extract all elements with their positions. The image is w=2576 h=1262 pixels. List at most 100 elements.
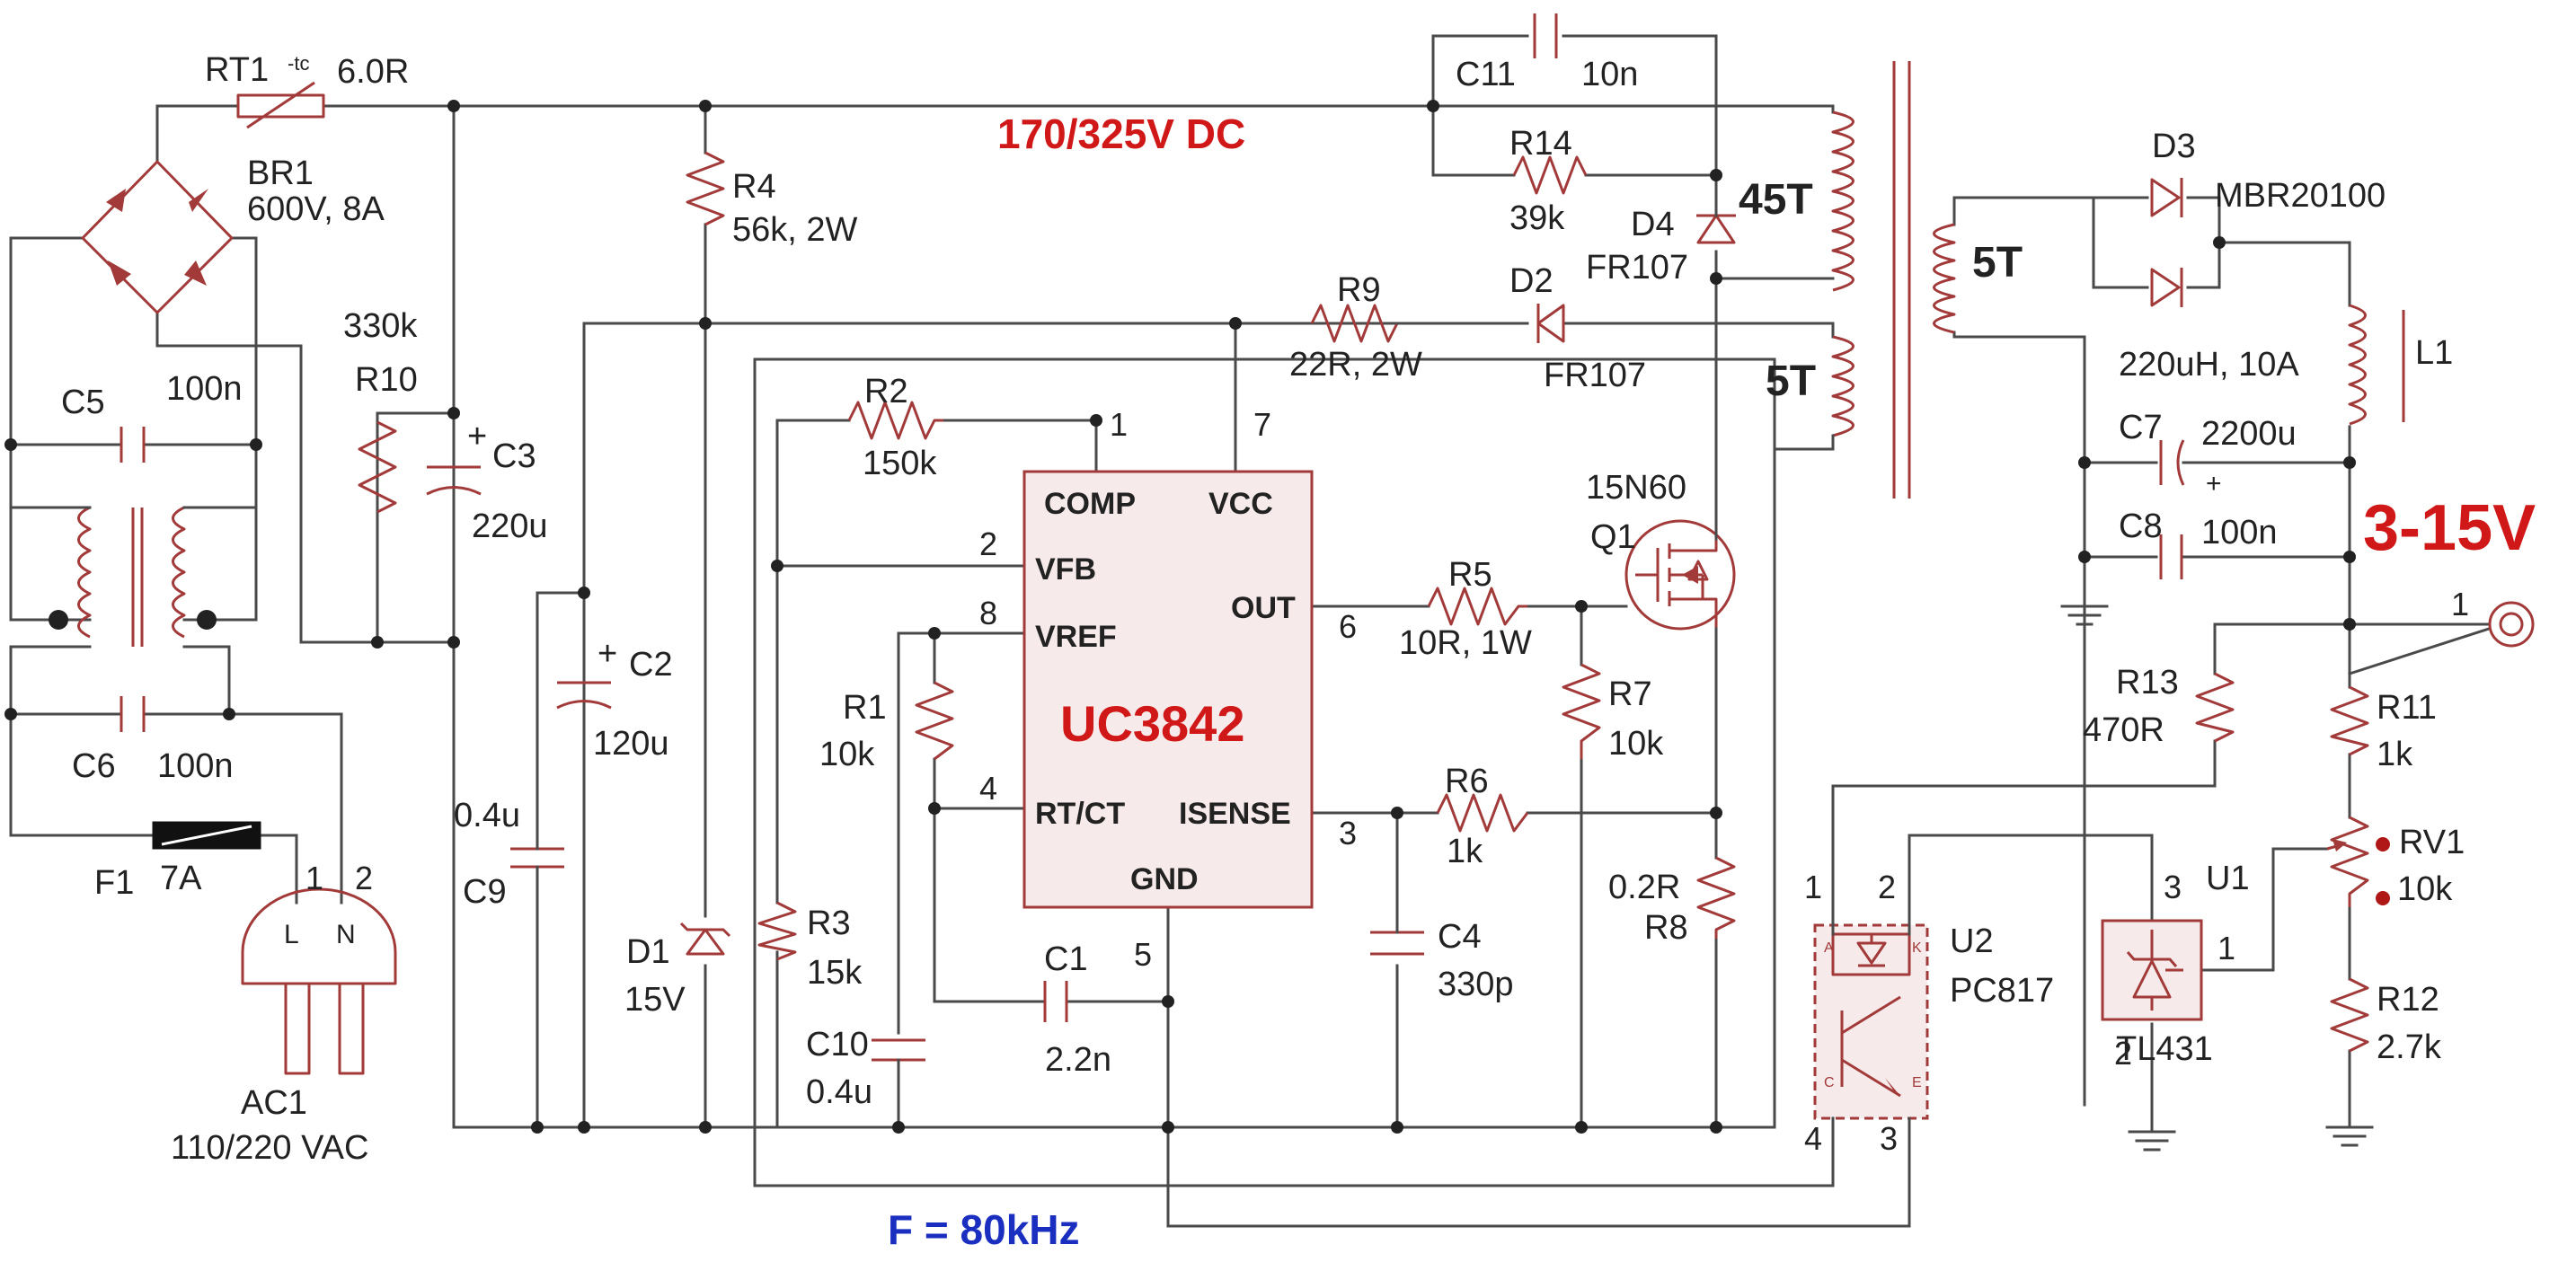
optocoupler-u2: A K C E 1 2 3 4 U2 PC817 [1804, 869, 2054, 1157]
u2-pin1: 1 [1804, 869, 1822, 905]
capacitor-c6: C6 100n [72, 696, 234, 785]
ic-pin-out: OUT [1231, 591, 1296, 625]
c8-value: 100n [2201, 514, 2278, 552]
c11-value: 10n [1581, 56, 1638, 93]
thermistor-rt1: RT1 -tc 6.0R [205, 51, 409, 129]
d2-ref: D2 [1509, 262, 1554, 300]
capacitor-c3: + C3 220u [426, 418, 548, 545]
resistor-r3: R3 15k [757, 901, 863, 992]
c2-value: 120u [593, 725, 669, 763]
br1-ref: BR1 [247, 154, 314, 192]
c5-ref: C5 [61, 384, 105, 421]
capacitor-c1: C1 2.2n [1043, 940, 1111, 1079]
ic-pinnum-vfb: 2 [979, 525, 997, 562]
output-terminal-j1: 1 [2451, 586, 2535, 648]
u2-k-mark: K [1912, 940, 1922, 956]
ground-symbol-u1 [2128, 1130, 2176, 1152]
l1-ref: L1 [2415, 334, 2453, 372]
resistor-r11: R11 1k [2330, 685, 2437, 773]
ic-pinnum-out: 6 [1339, 608, 1357, 645]
c7-value: 2200u [2201, 415, 2297, 453]
c1-value: 2.2n [1045, 1041, 1111, 1079]
ic-uc3842: COMP VCC VFB VREF OUT RT/CT ISENSE GND U… [979, 406, 1357, 973]
r13-value: 470R [2083, 711, 2164, 749]
rv1-ref: RV1 [2399, 824, 2465, 861]
d1-ref: D1 [626, 933, 670, 971]
r14-ref: R14 [1509, 125, 1572, 163]
j1-pin: 1 [2451, 586, 2469, 622]
c7-ref: C7 [2119, 409, 2163, 446]
ac1-pin1: 1 [305, 860, 323, 896]
r3-value: 15k [807, 954, 863, 992]
c4-ref: C4 [1438, 918, 1482, 956]
u2-value: PC817 [1950, 972, 2054, 1010]
t1-secondary-turns: 5T [1972, 239, 2023, 287]
inductor-l1: L1 220uH, 10A [2119, 304, 2453, 426]
c8-ref: C8 [2119, 507, 2163, 545]
resistor-r6: R6 1k [1436, 763, 1529, 870]
u2-pin3: 3 [1880, 1120, 1898, 1157]
r4-value: 56k, 2W [732, 211, 858, 249]
r10-value: 330k [343, 307, 418, 345]
capacitor-c8: C8 100n [2119, 507, 2278, 579]
wires [9, 34, 2491, 1228]
r8-value: 0.2R [1608, 869, 1680, 906]
ac1-ref: AC1 [241, 1084, 307, 1122]
r6-ref: R6 [1445, 763, 1489, 800]
resistor-r14: R14 39k [1509, 125, 1588, 237]
f1-ref: F1 [94, 864, 134, 902]
c5-value: 100n [166, 370, 243, 408]
potentiometer-rv1: RV1 10k [2326, 816, 2465, 908]
u1-pin1: 1 [2217, 930, 2235, 966]
bridge-rectifier-br1: BR1 600V, 8A [81, 154, 385, 314]
frequency-label: F = 80kHz [888, 1206, 1080, 1253]
br1-value: 600V, 8A [247, 190, 385, 228]
r5-value: 10R, 1W [1399, 624, 1532, 662]
d4-ref: D4 [1631, 206, 1675, 243]
ic-pinnum-vcc: 7 [1253, 406, 1271, 443]
ground-symbol-secondary [2060, 591, 2109, 626]
r7-ref: R7 [1608, 675, 1652, 713]
capacitor-c10: C10 0.4u [806, 1026, 925, 1111]
ic-pinnum-isense: 3 [1339, 815, 1357, 852]
f1-value: 7A [160, 860, 202, 897]
d4-value: FR107 [1586, 249, 1688, 287]
r6-value: 1k [1447, 833, 1483, 870]
capacitor-c2: + C2 120u [556, 635, 673, 763]
ac1-pin2: 2 [355, 860, 373, 896]
r2-value: 150k [863, 445, 937, 482]
d2-value: FR107 [1544, 357, 1646, 394]
ic-pinnum-comp: 1 [1110, 406, 1128, 443]
rt1-value: 6.0R [337, 53, 409, 91]
c4-value: 330p [1438, 966, 1514, 1003]
u2-a-mark: A [1824, 940, 1834, 956]
resistor-r4: R4 56k, 2W [686, 151, 858, 249]
c3-value: 220u [472, 507, 548, 545]
l1-value: 220uH, 10A [2119, 346, 2299, 384]
resistor-r2: R2 150k [847, 373, 943, 482]
resistor-r1: R1 10k [819, 681, 954, 773]
r12-value: 2.7k [2377, 1028, 2442, 1066]
u2-e-mark: E [1912, 1075, 1922, 1090]
c1-ref: C1 [1044, 940, 1088, 978]
u1-pin3: 3 [2164, 869, 2182, 905]
resistor-r7: R7 10k [1562, 663, 1664, 763]
c7-plus: + [2206, 469, 2222, 499]
r9-ref: R9 [1337, 271, 1381, 309]
zener-diode-d1: D1 15V [624, 922, 731, 1019]
ac1-l: L [284, 920, 299, 949]
ic-name: UC3842 [1060, 695, 1244, 752]
ac-plug-ac1: L N 1 2 AC1 110/220 VAC [171, 860, 397, 1167]
ic-pinnum-rtct: 4 [979, 770, 997, 807]
resistor-r9: R9 22R, 2W [1289, 271, 1529, 384]
resistor-r8: 0.2R R8 [1608, 856, 1736, 947]
c6-value: 100n [157, 747, 234, 785]
r10-ref: R10 [355, 361, 418, 399]
r9-value: 22R, 2W [1289, 346, 1422, 384]
capacitor-c9: 0.4u C9 [454, 797, 564, 911]
diode-d2: D2 FR107 [1509, 262, 1646, 394]
c3-plus: + [467, 418, 487, 455]
t1-aux-turns: 5T [1766, 357, 1816, 405]
resistor-r12: R12 2.7k [2330, 977, 2442, 1066]
u2-ref: U2 [1950, 922, 1994, 960]
